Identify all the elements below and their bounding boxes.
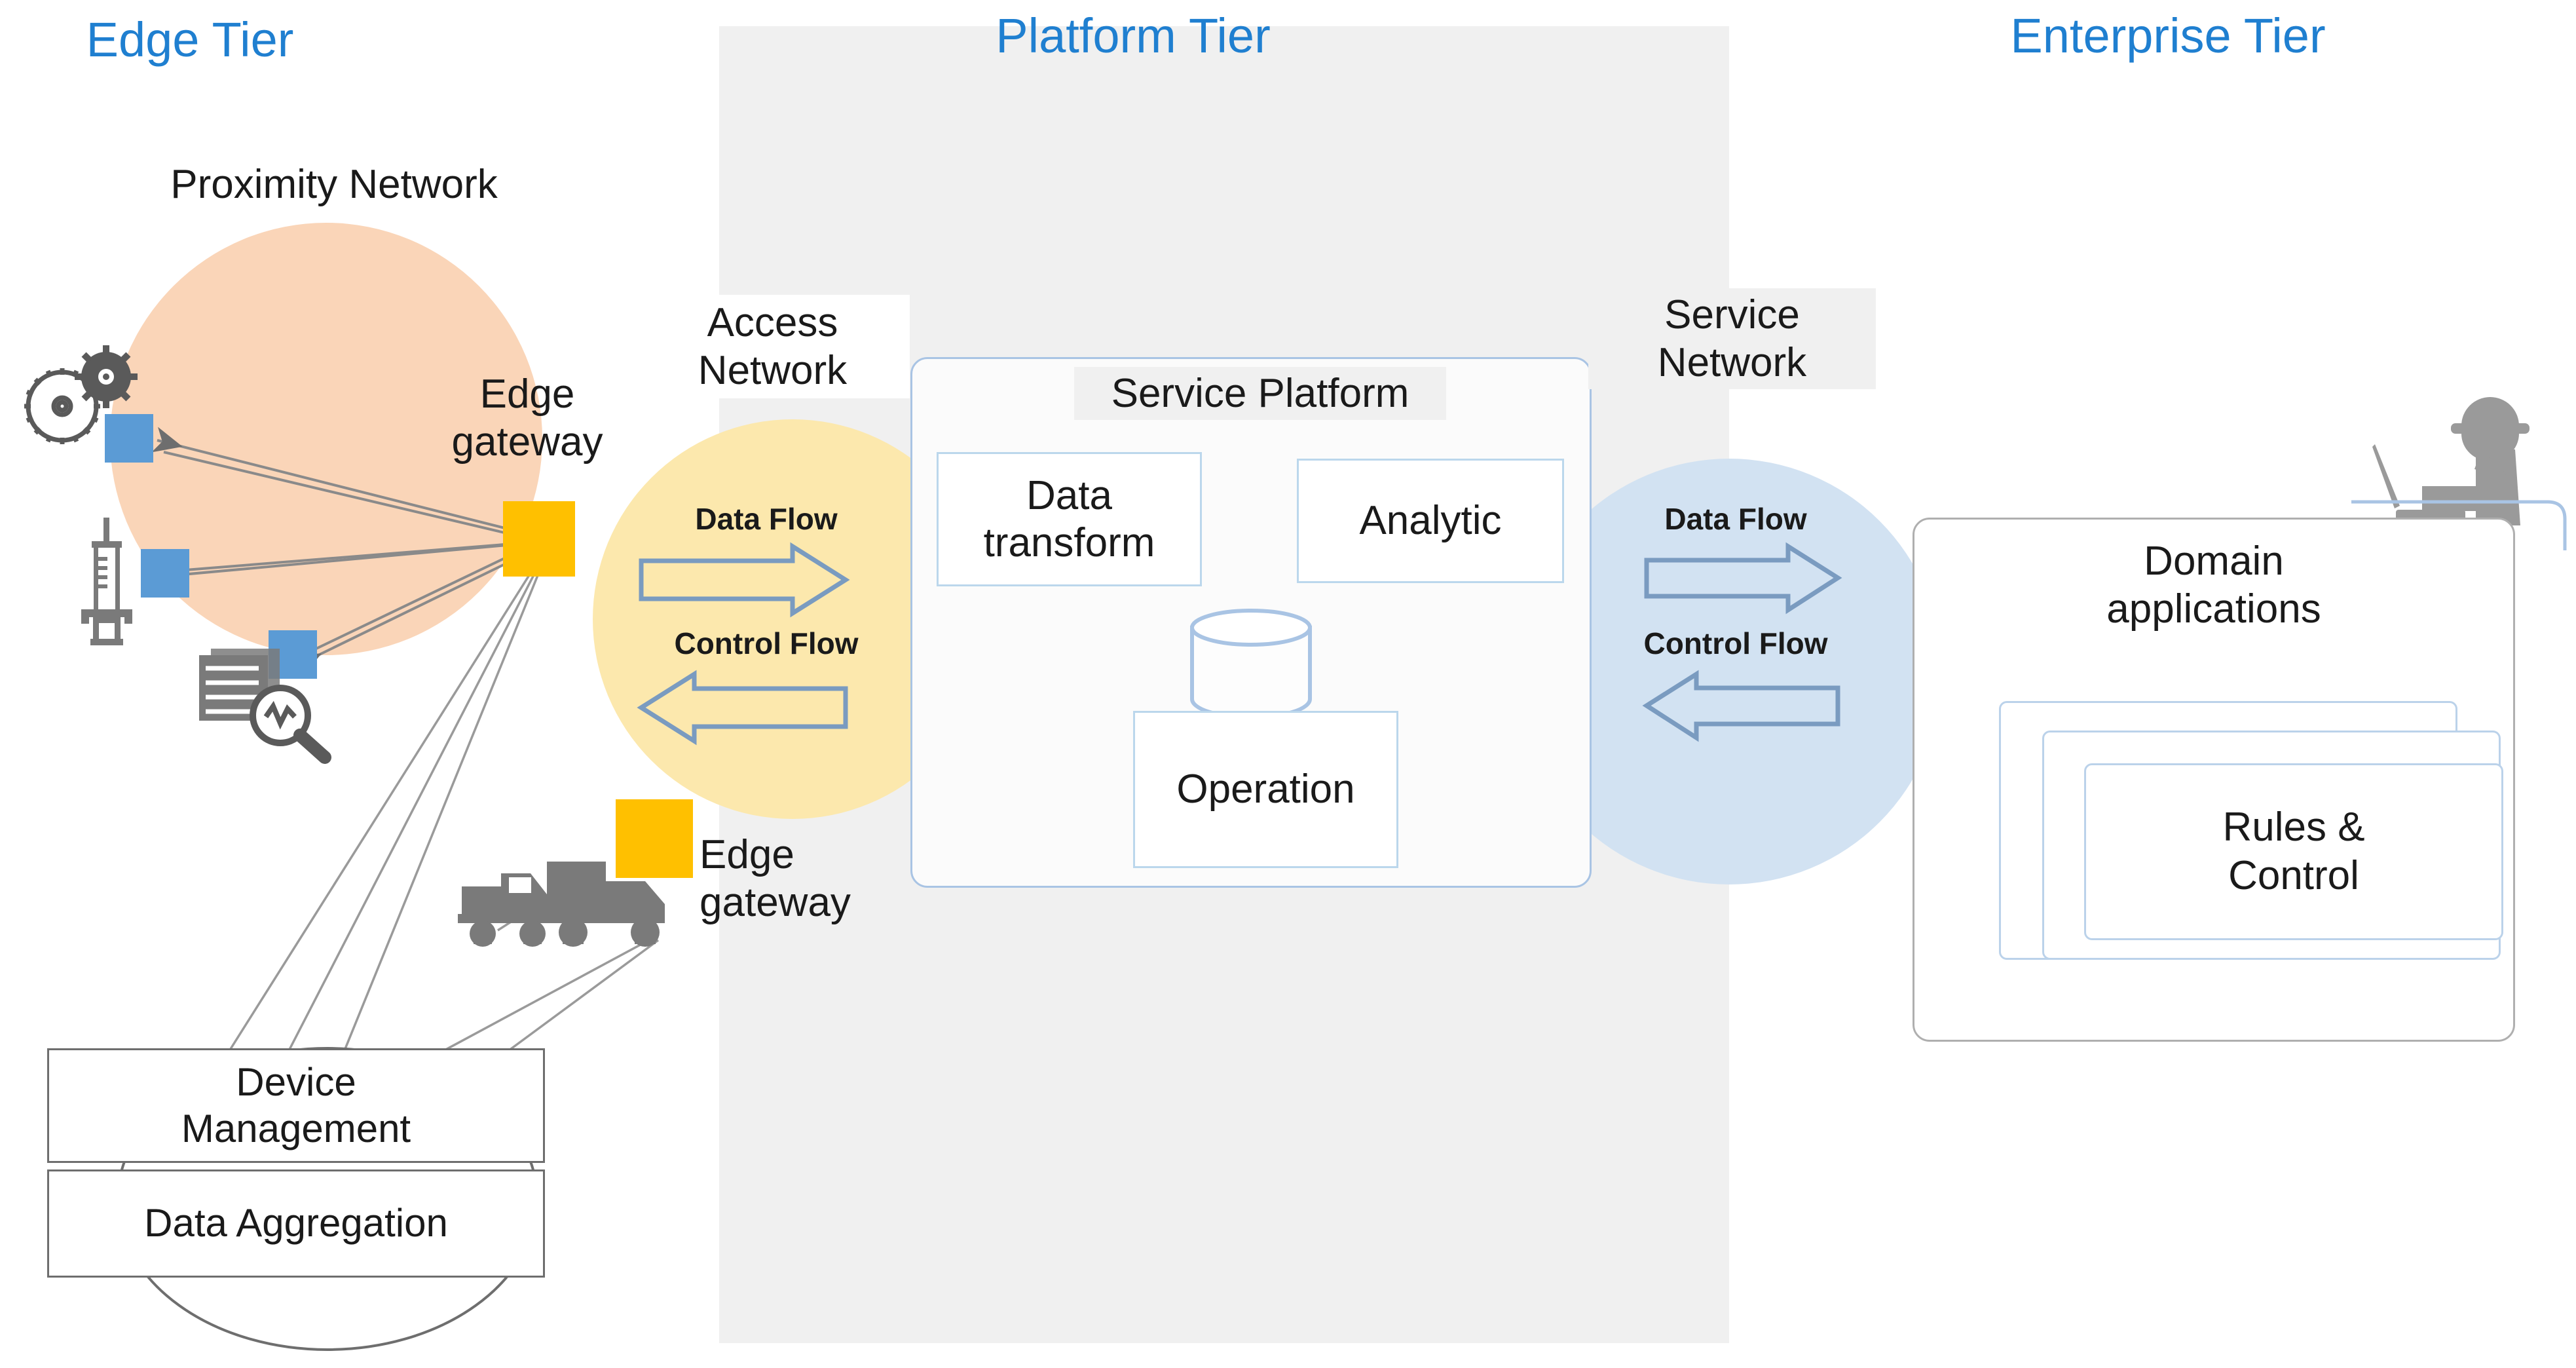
service-network-label-l2: Network	[1657, 340, 1807, 386]
rules-control-card: Rules & Control	[2084, 763, 2503, 940]
domain-applications-label: Domain applications	[1991, 537, 2436, 633]
rules-control-label-l2: Control	[2228, 853, 2359, 898]
data-transform-box: Data transform	[937, 452, 1202, 586]
access-control-flow-arrow	[637, 670, 848, 746]
injector-icon	[81, 518, 132, 645]
rules-control-label: Rules & Control	[2222, 803, 2364, 901]
rules-control-label-l1: Rules &	[2222, 804, 2365, 850]
device-management-label: Device Management	[181, 1059, 411, 1152]
service-control-flow-label: Control Flow	[1643, 626, 1828, 660]
service-network-label-l1: Service	[1664, 292, 1800, 337]
analytic-box: Analytic	[1297, 459, 1564, 583]
data-aggregation-label: Data Aggregation	[144, 1201, 448, 1245]
access-data-flow-arrow	[639, 542, 850, 618]
edge-gateway-1-label-l2: gateway	[451, 419, 603, 465]
gears-icon	[24, 345, 138, 444]
access-network-label-l2: Network	[698, 348, 848, 394]
edge-gateway-1-label-l1: Edge	[479, 371, 575, 417]
edge-gateway-1-label: Edge gateway	[429, 370, 625, 466]
service-data-flow-label: Data Flow	[1664, 502, 1807, 536]
device-square-1	[105, 414, 153, 463]
edge-gateway-2-label-l2: gateway	[700, 880, 851, 926]
trucks-icon	[458, 862, 665, 947]
edge-gateway-2-label-l1: Edge	[700, 832, 794, 877]
data-aggregation-box: Data Aggregation	[47, 1169, 545, 1278]
device-management-label-l2: Management	[181, 1106, 411, 1150]
edge-gateway-2-square	[616, 799, 693, 878]
service-data-flow-arrow	[1644, 542, 1842, 615]
device-management-label-l1: Device	[236, 1059, 356, 1104]
tier-title-enterprise: Enterprise Tier	[2010, 9, 2326, 63]
engineer-with-laptop-icon	[2351, 397, 2567, 550]
device-management-box: Device Management	[47, 1048, 545, 1163]
access-control-flow-label: Control Flow	[674, 626, 859, 660]
domain-applications-label-l1: Domain	[2144, 539, 2284, 584]
tier-title-edge: Edge Tier	[86, 12, 294, 67]
edge-gateway-2-label: Edge gateway	[700, 831, 922, 926]
service-network-label: Service Network	[1588, 288, 1876, 390]
access-data-flow-label: Data Flow	[695, 502, 838, 536]
service-control-flow-arrow	[1642, 670, 1840, 742]
data-transform-label-l1: Data	[1026, 473, 1112, 519]
domain-applications-label-l2: applications	[2106, 586, 2321, 632]
database-cylinder-icon	[1190, 609, 1312, 719]
analytic-label: Analytic	[1359, 498, 1502, 544]
proximity-network-label: Proximity Network	[170, 162, 498, 207]
data-transform-label-l2: transform	[983, 520, 1155, 565]
operation-label: Operation	[1176, 767, 1355, 812]
tier-title-platform: Platform Tier	[996, 9, 1271, 63]
service-platform-label: Service Platform	[1074, 367, 1446, 421]
edge-gateway-1-square	[503, 501, 575, 577]
access-network-label-l1: Access	[707, 300, 838, 345]
data-analysis-icon	[199, 649, 331, 764]
access-network-label: Access Network	[635, 295, 910, 399]
data-transform-label: Data transform	[984, 472, 1155, 566]
operation-box: Operation	[1133, 711, 1398, 868]
device-square-2	[141, 549, 189, 598]
